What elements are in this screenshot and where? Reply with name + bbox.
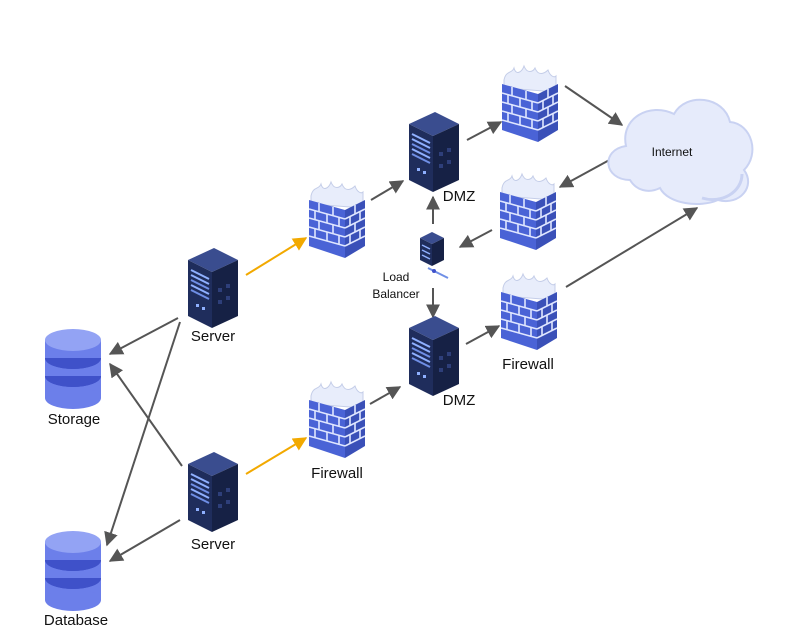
firewall-icon bbox=[308, 381, 366, 459]
load-balancer bbox=[419, 231, 449, 279]
arrow-firewall-to-dmz-top bbox=[370, 180, 405, 201]
arrow-server-bottom-to-database bbox=[108, 519, 181, 562]
firewall-right-middle bbox=[499, 173, 557, 251]
firewall-icon bbox=[501, 65, 559, 143]
server-top-label: Server bbox=[191, 328, 235, 345]
arrow-firewall-to-internet-lower bbox=[565, 207, 699, 288]
connections bbox=[104, 85, 699, 562]
load-balancer-icon bbox=[419, 231, 449, 279]
cloud-icon bbox=[607, 98, 754, 205]
arrow-server-bottom-to-firewall bbox=[245, 437, 308, 475]
load-balancer-label-line2: Balancer bbox=[372, 287, 419, 301]
database bbox=[45, 531, 101, 611]
server-icon bbox=[187, 247, 239, 329]
firewall-icon bbox=[500, 273, 558, 351]
arrow-server-top-to-firewall bbox=[245, 237, 308, 276]
server-icon bbox=[408, 315, 460, 397]
arrow-firewall-to-load-balancer bbox=[458, 229, 493, 248]
storage-icon bbox=[45, 329, 101, 409]
server-top bbox=[187, 247, 239, 329]
firewall-left-top bbox=[308, 181, 366, 259]
firewall-lower-left-label: Firewall bbox=[311, 465, 363, 482]
server-bottom bbox=[187, 451, 239, 533]
dmz-bottom bbox=[408, 315, 460, 397]
server-icon bbox=[408, 111, 460, 193]
arrow-server-top-to-storage bbox=[108, 317, 179, 355]
arrow-dmz-top-to-firewall bbox=[466, 121, 503, 141]
dmz-bottom-label: DMZ bbox=[443, 392, 476, 409]
storage bbox=[45, 329, 101, 409]
dmz-top-label: DMZ bbox=[443, 188, 476, 205]
dmz-top bbox=[408, 111, 460, 193]
load-balancer-label-line1: Load bbox=[383, 270, 410, 284]
firewall-icon bbox=[499, 173, 557, 251]
arrow-dmz-bottom-to-firewall bbox=[465, 325, 501, 345]
firewall-right-bottom bbox=[500, 273, 558, 351]
firewall-left-bottom bbox=[308, 381, 366, 459]
database-label: Database bbox=[44, 612, 108, 629]
firewall-icon bbox=[308, 181, 366, 259]
server-icon bbox=[187, 451, 239, 533]
database-icon bbox=[45, 531, 101, 611]
storage-label: Storage bbox=[48, 411, 101, 428]
firewall-right-top bbox=[501, 65, 559, 143]
arrow-server-bottom-to-storage bbox=[109, 362, 183, 467]
arrow-firewall-to-dmz-bottom bbox=[369, 386, 402, 405]
arrow-server-top-to-database bbox=[104, 321, 181, 547]
internet-label: Internet bbox=[652, 145, 693, 159]
arrow-firewall-to-internet bbox=[564, 85, 624, 126]
firewall-lower-right-label: Firewall bbox=[502, 356, 554, 373]
internet-cloud bbox=[607, 98, 754, 205]
server-bottom-label: Server bbox=[191, 536, 235, 553]
